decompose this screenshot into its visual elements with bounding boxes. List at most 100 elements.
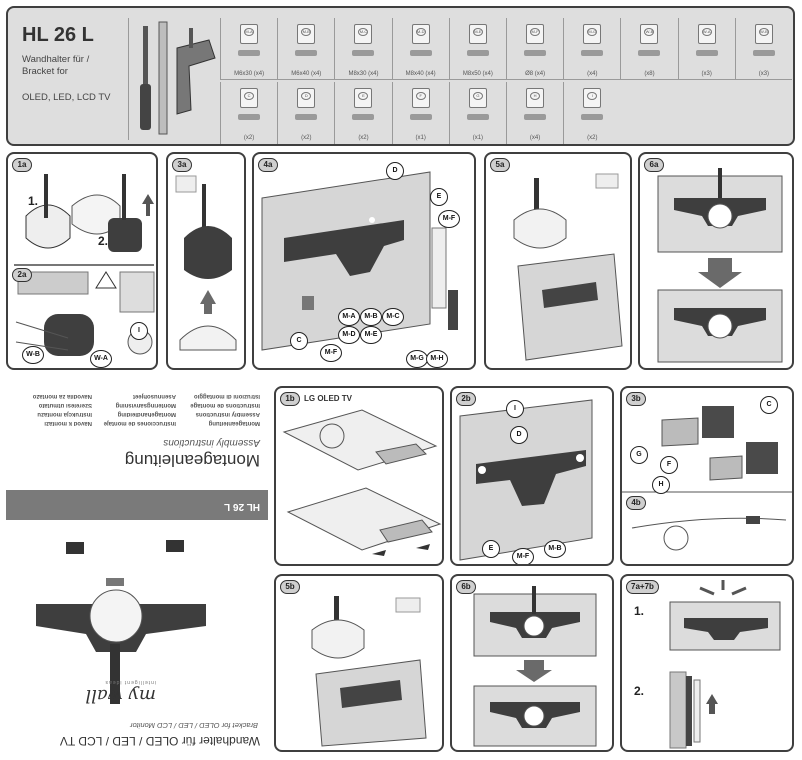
part-code: W-B — [758, 28, 769, 36]
callout-label: E — [430, 188, 448, 206]
part-code: G — [472, 92, 483, 100]
step-1b-title: LG OLED TV — [304, 394, 352, 403]
step-5a-illustration — [513, 173, 623, 361]
part-cell: H (x4) — [506, 82, 563, 144]
callout-label: H — [652, 476, 670, 494]
part-cell: G(x1) — [448, 82, 506, 144]
header-subtitle: Wandhalter für / Bracket for — [22, 54, 140, 78]
language-item: Návod k montáži — [44, 420, 92, 426]
part-bag-icon: M-E — [468, 24, 487, 44]
part-spec: M6x30 (x4) — [234, 71, 265, 77]
step-6b-panel: 6b — [450, 574, 614, 752]
step-badge-2a: 2a — [12, 268, 32, 282]
cover-subtitle: Bracket for OLED / LED / LCD Monitor — [130, 721, 258, 730]
part-bag-icon: W-B — [640, 24, 659, 44]
part-code: M-G — [587, 28, 598, 36]
label-w-b: W-B — [22, 346, 44, 364]
part-code: W-A — [701, 28, 712, 36]
part-drawing — [524, 50, 547, 56]
part-drawing — [409, 50, 432, 56]
part-bag-icon: I — [583, 88, 602, 108]
callout-label: M-B — [360, 308, 382, 326]
part-drawing — [752, 50, 775, 56]
language-item: Assembly instructions — [195, 411, 260, 417]
part-cell: W-A(x3) — [677, 18, 735, 80]
callout-label: M-C — [382, 308, 404, 326]
callout-label: M-G — [406, 350, 428, 368]
language-item: Instrucciones de montaje — [103, 420, 176, 426]
step-5b-panel: 5b — [274, 574, 444, 752]
language-item: Asennusohjeet — [132, 393, 176, 399]
part-spec: (x4) — [529, 135, 541, 141]
step-badge: 2b — [456, 392, 476, 406]
part-cell: D(x2) — [277, 82, 334, 144]
part-drawing — [238, 50, 261, 56]
part-code: M-C — [358, 28, 369, 36]
part-drawing — [581, 50, 604, 56]
part-bag-icon: M-C — [354, 24, 373, 44]
part-bag-icon: M-B — [297, 24, 316, 44]
step-badge: 1a — [12, 158, 32, 172]
cover-heading-en: Assembly instructions — [163, 437, 260, 448]
part-bag-icon: W-A — [697, 24, 716, 44]
part-drawing — [409, 114, 432, 120]
part-code: H — [530, 92, 541, 100]
part-bag-icon: D — [297, 88, 316, 108]
tv-types: OLED, LED, LCD TV — [22, 92, 111, 103]
label-w-a: W-A — [90, 350, 112, 368]
step-4a-illustration — [261, 171, 458, 351]
part-spec: M6x40 (x4) — [291, 71, 322, 77]
cover-model: HL 26 L — [224, 501, 260, 512]
part-drawing — [238, 114, 261, 120]
step-number-2: 2. — [634, 684, 645, 698]
subtitle-de: Wandhalter für / — [22, 54, 90, 65]
step-5b-illustration — [311, 596, 427, 747]
step-6a-illustration — [657, 168, 783, 363]
part-code: I — [587, 92, 598, 100]
part-drawing — [352, 50, 375, 56]
callout-label: C — [760, 396, 778, 414]
step-3a-panel: 3a — [166, 152, 246, 370]
callout-label: E — [482, 540, 500, 558]
cover-title: Wandhalter für OLED / LED / LCD TV — [59, 734, 260, 748]
part-code: M-F — [530, 28, 541, 36]
step-7-illustration — [669, 580, 781, 749]
cover-heading-de: Montageanleitung — [124, 451, 260, 470]
cover-illustration — [36, 540, 206, 704]
part-spec: (x8) — [644, 71, 655, 77]
tools-area — [128, 18, 220, 140]
part-cell: C(x2) — [220, 82, 277, 144]
callout-label: F — [660, 456, 678, 474]
part-code: E — [358, 92, 369, 100]
part-cell: M-G(x4) — [563, 18, 620, 80]
step-1a-panel: 1a 1. 2. 2a W-B W-A I — [6, 152, 158, 370]
part-code: W-B — [644, 28, 655, 36]
part-bag-icon: M-D — [411, 24, 430, 44]
brand-name: my wall — [85, 685, 156, 706]
language-item: Monteringsanvisning — [115, 402, 176, 408]
part-code: M-B — [301, 28, 312, 36]
part-cell: W-B (x8) — [620, 18, 677, 80]
part-drawing — [695, 50, 718, 56]
step-6b-illustration — [473, 586, 597, 747]
callout-label: M-B — [544, 540, 566, 558]
step-badge: 5b — [280, 580, 300, 594]
callout-label: D — [386, 162, 404, 180]
step-number-2: 2. — [98, 234, 109, 248]
callout-label: M-H — [426, 350, 448, 368]
step-badge-4b: 4b — [626, 496, 646, 510]
step-6a-panel: 6a — [638, 152, 794, 370]
model-title: HL 26 L — [22, 24, 94, 46]
step-badge: 6a — [644, 158, 664, 172]
part-cell: M-B M6x40 (x4) — [277, 18, 334, 80]
part-drawing — [352, 114, 375, 120]
part-cell: I (x2) — [563, 82, 620, 144]
part-spec: (x2) — [587, 135, 598, 141]
language-item: Szerelési útmutató — [38, 402, 92, 408]
cover-page — [6, 382, 268, 752]
